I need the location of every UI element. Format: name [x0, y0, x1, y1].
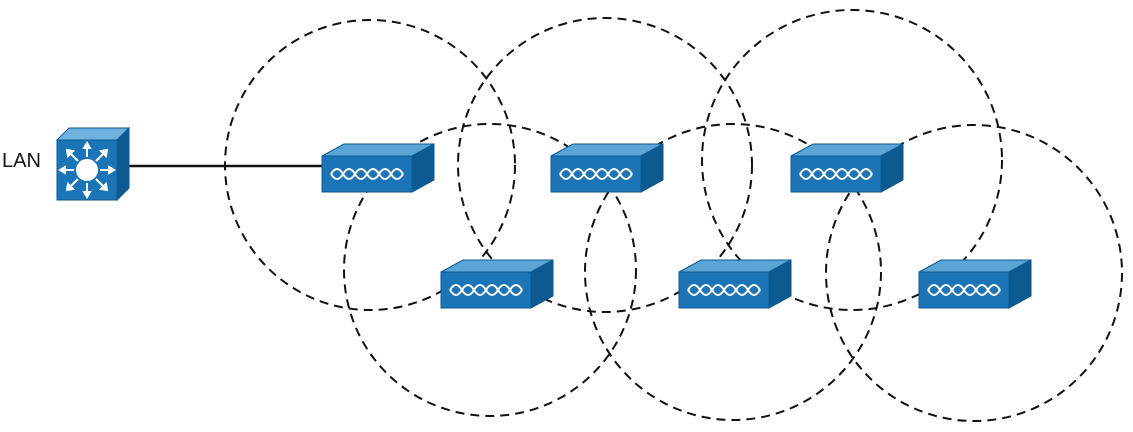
coverage-circle: [825, 124, 1123, 422]
wireless-access-point-icon: [687, 284, 761, 296]
coverage-circle: [457, 17, 753, 313]
coverage-areas: [224, 9, 1123, 422]
access-point[interactable]: [440, 259, 554, 309]
access-point[interactable]: [678, 259, 792, 309]
access-point[interactable]: [918, 259, 1032, 309]
wireless-access-point-icon: [330, 168, 404, 180]
access-points: [321, 143, 1032, 309]
wireless-access-point-icon: [799, 168, 873, 180]
access-point[interactable]: [790, 143, 904, 193]
wireless-access-point-icon: [449, 284, 523, 296]
lan-switch[interactable]: [55, 126, 131, 202]
coverage-circle: [584, 123, 882, 421]
layer3-switch-icon: [58, 141, 116, 199]
access-point[interactable]: [550, 143, 664, 193]
coverage-circle: [343, 123, 637, 417]
coverage-circle: [701, 9, 1003, 311]
wireless-access-point-icon: [927, 284, 1001, 296]
wireless-access-point-icon: [559, 168, 633, 180]
access-point[interactable]: [321, 143, 435, 193]
lan-label: LAN: [2, 150, 41, 172]
